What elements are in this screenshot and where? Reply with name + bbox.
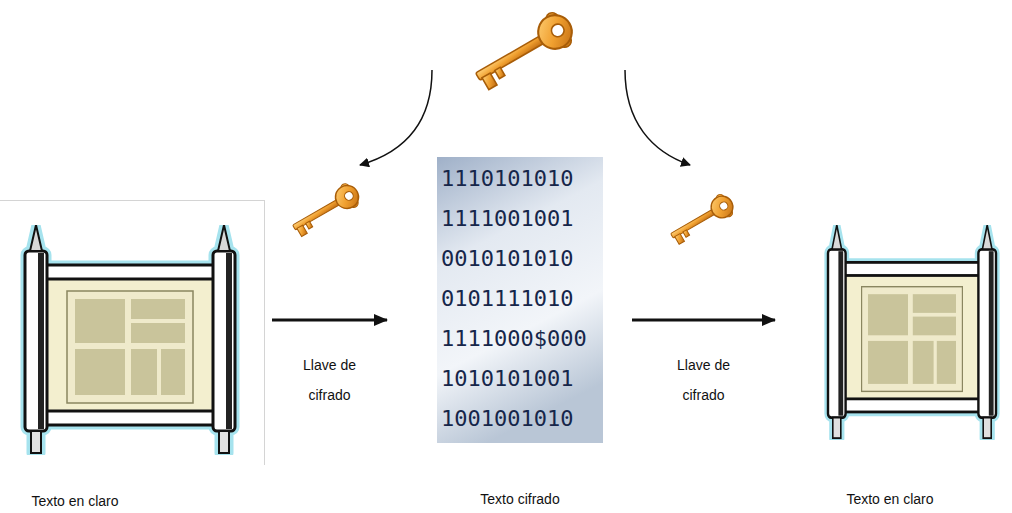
arrow-label: Llave de cifrado	[285, 350, 375, 410]
node-caption: Texto en claro	[812, 490, 968, 508]
scroll-icon	[828, 225, 996, 438]
binary-digits: 1010101001	[437, 359, 603, 399]
key-icon	[666, 191, 738, 247]
binary-digits: 1110101010	[437, 159, 603, 199]
scroll-picture	[812, 225, 1012, 440]
picture-node: Texto en claro	[812, 225, 1012, 508]
node-caption: Texto cifrado	[437, 490, 603, 508]
picture-node: Texto en claro	[0, 200, 265, 510]
binary-digits: 1111000$000	[437, 319, 603, 359]
binary-text: 1110101010111100100100101010100101111010…	[437, 159, 603, 439]
binary-digits: 0101111010	[437, 279, 603, 319]
scroll-icon	[25, 225, 235, 453]
binary-digits: 0010101010	[437, 239, 603, 279]
arrow-label: Llave de cifrado	[659, 350, 749, 410]
flow-arrow	[272, 319, 387, 322]
key-arrow	[360, 70, 432, 165]
flow-arrow	[632, 319, 775, 322]
node-caption: Texto en claro	[0, 492, 150, 510]
key-arrow	[625, 70, 690, 165]
key-icon	[288, 180, 364, 239]
picture-art	[812, 225, 1012, 440]
binary-digits: 1111001001	[437, 199, 603, 239]
binary-photo	[437, 157, 603, 443]
picture-art	[0, 201, 264, 465]
key-icon	[468, 7, 579, 93]
scroll-picture	[0, 200, 265, 465]
binary-digits: 1001001010	[437, 399, 603, 439]
